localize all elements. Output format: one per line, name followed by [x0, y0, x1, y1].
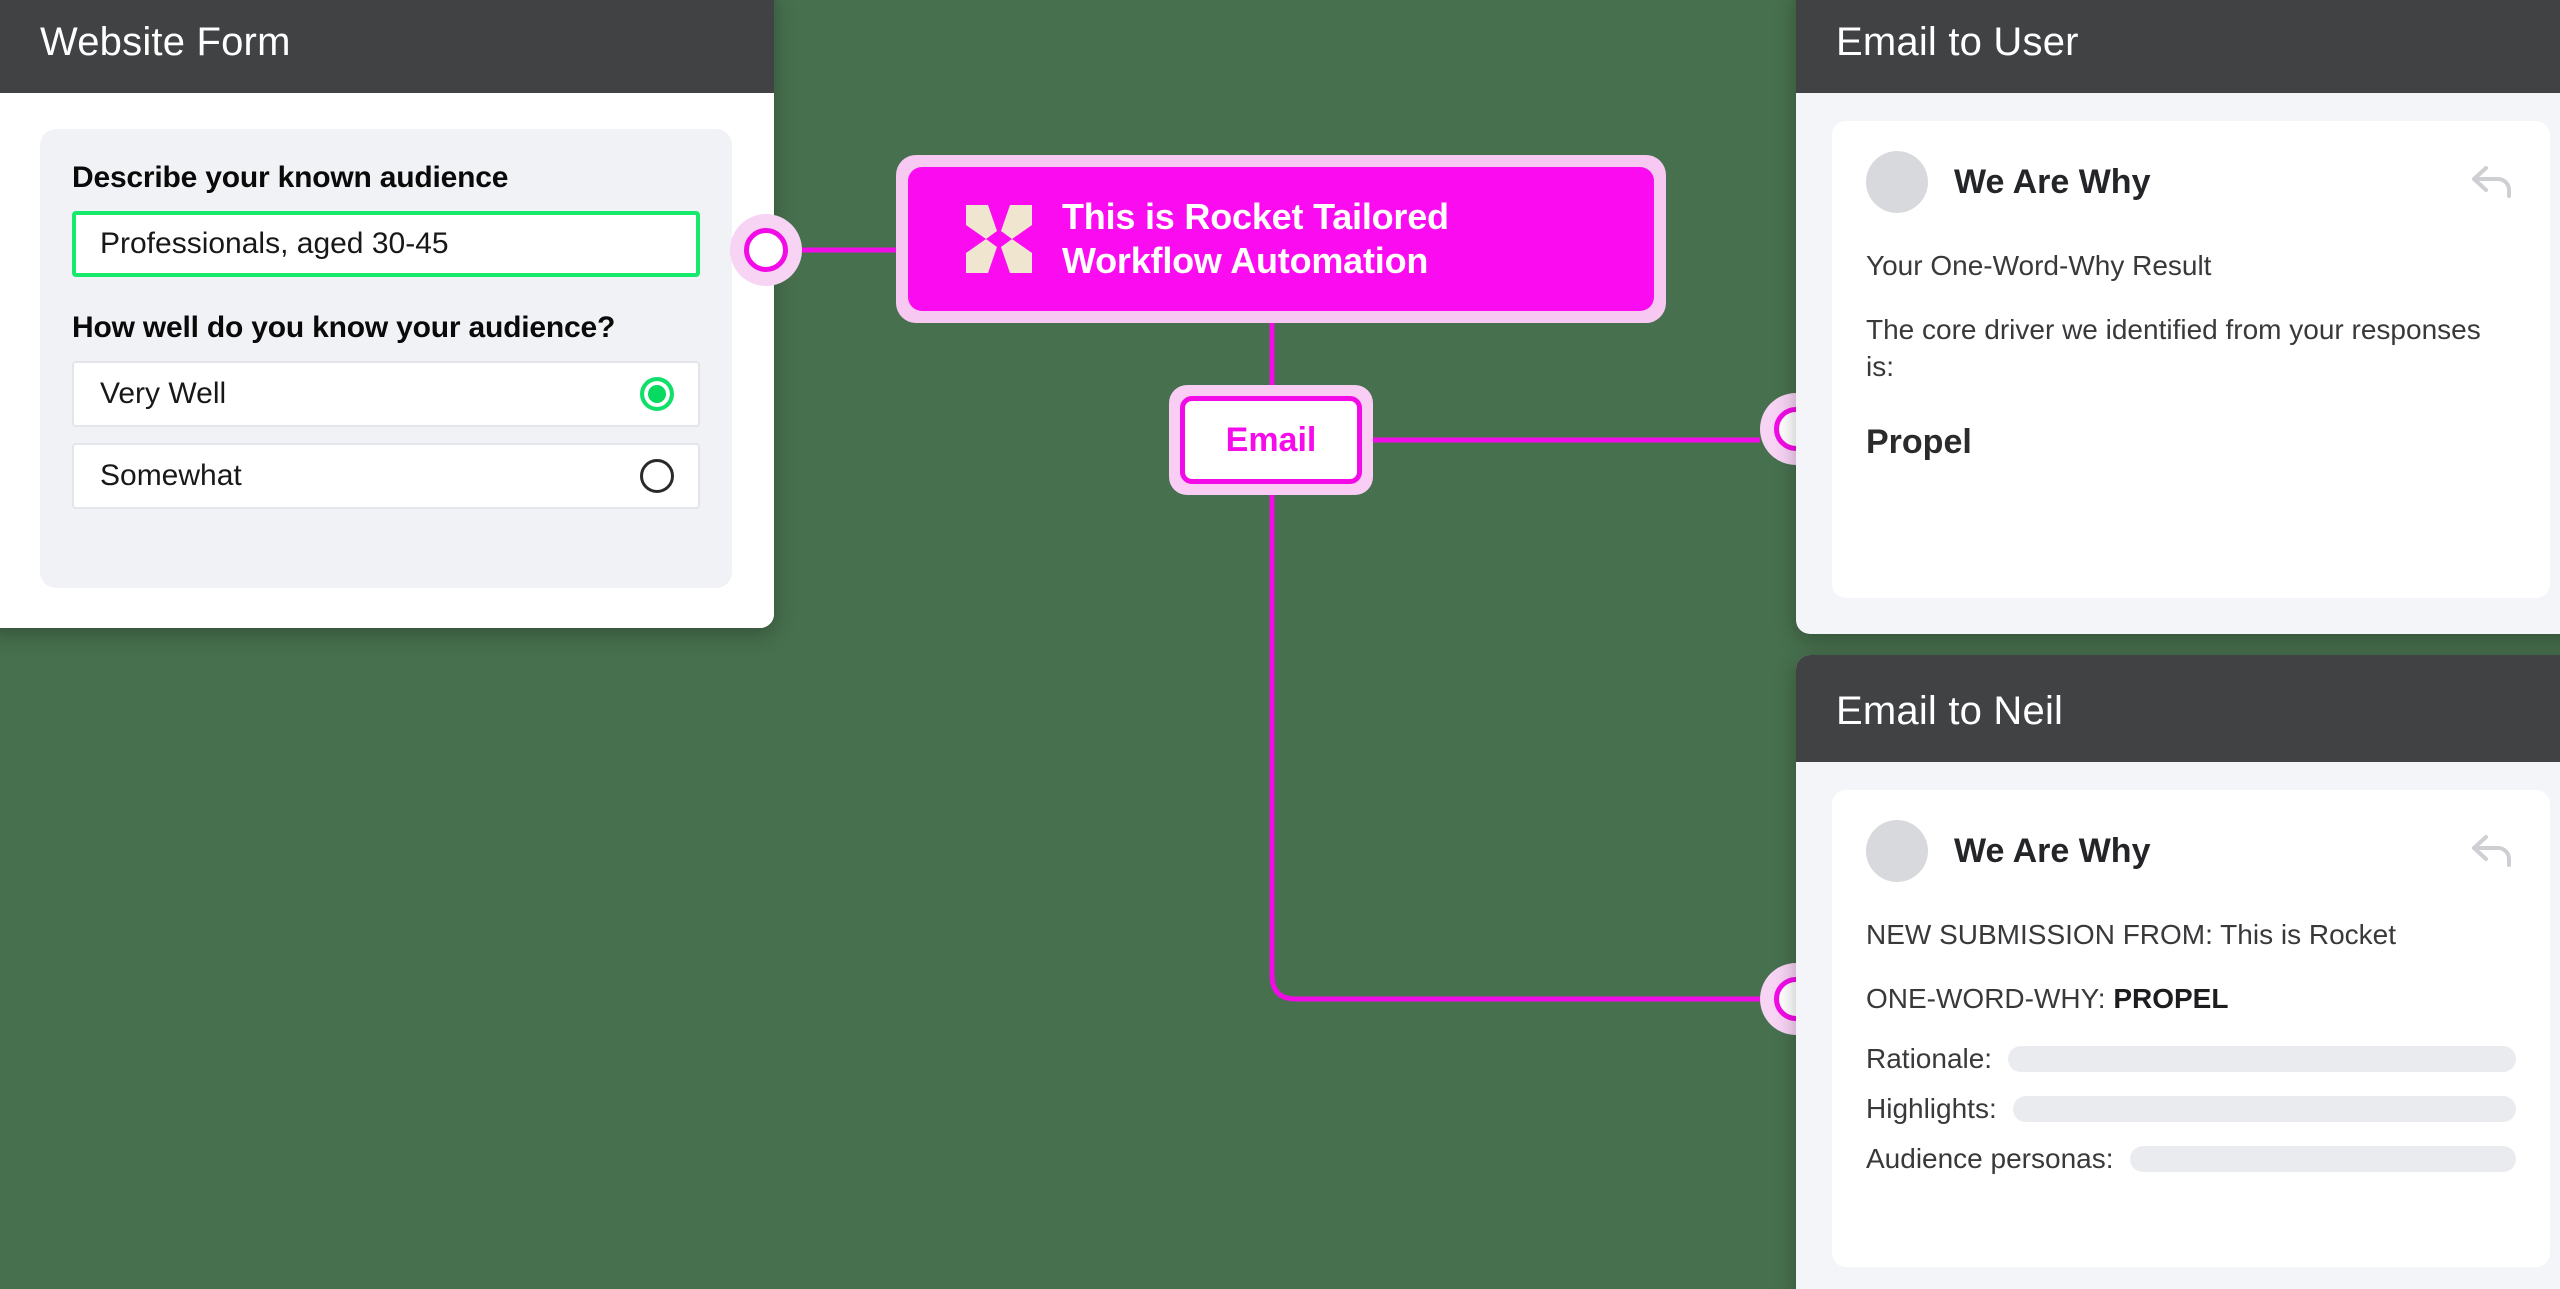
field-placeholder-bar [2129, 1146, 2516, 1173]
email-to-neil-submission-line: NEW SUBMISSION FROM: This is Rocket [1866, 919, 2396, 950]
avatar [1866, 151, 1928, 213]
email-node[interactable]: Email [1169, 385, 1373, 495]
email-to-user-header-row: We Are Why [1866, 151, 2516, 213]
field-placeholder-bar [2008, 1046, 2516, 1073]
radio-option-very-well[interactable]: Very Well [72, 361, 700, 427]
one-word-why-label: ONE-WORD-WHY: [1866, 982, 2114, 1014]
email-to-user-panel: We Are Why Your One-Word-Why Result The … [1832, 121, 2550, 598]
email-to-neil-body: We Are Why NEW SUBMISSION FROM: This is … [1796, 762, 2560, 1289]
audience-label: Describe your known audience [72, 161, 509, 194]
rocket-node-inner: This is Rocket Tailored Workflow Automat… [908, 167, 1654, 311]
reply-arrow-icon[interactable] [2470, 162, 2516, 202]
wire-email-to-neil [1269, 495, 1760, 1002]
rocket-node-title-line2: Workflow Automation [1062, 240, 1429, 281]
email-to-user-result: Propel [1866, 422, 1972, 461]
website-form-body: Describe your known audience Professiona… [0, 93, 774, 628]
website-form-title: Website Form [0, 0, 774, 93]
reply-arrow-icon[interactable] [2470, 831, 2516, 871]
rocket-node-title-line1: This is Rocket Tailored [1062, 196, 1449, 238]
email-to-neil-panel: We Are Why NEW SUBMISSION FROM: This is … [1832, 790, 2550, 1267]
website-form-card: Website Form Describe your known audienc… [0, 0, 774, 628]
rocket-node-title: This is Rocket Tailored Workflow Automat… [1062, 195, 1449, 283]
field-row-audience-personas: Audience personas: [1866, 1143, 2516, 1175]
email-to-neil-one-word-why: ONE-WORD-WHY: PROPEL [1866, 980, 2516, 1018]
audience-input-value: Professionals, aged 30-45 [100, 227, 449, 260]
knowledge-label: How well do you know your audience? [72, 311, 616, 344]
email-to-neil-sender: We Are Why [1954, 831, 2151, 870]
email-to-neil-header-row: We Are Why [1866, 820, 2516, 882]
email-to-user-title: Email to User [1796, 0, 2560, 93]
radio-option-somewhat-label: Somewhat [100, 459, 242, 492]
field-row-highlights: Highlights: [1866, 1093, 2516, 1125]
avatar [1866, 820, 1928, 882]
field-placeholder-bar [2012, 1096, 2516, 1123]
one-word-why-value: PROPEL [2113, 982, 2229, 1014]
email-to-user-body-text: The core driver we identified from your … [1866, 313, 2481, 383]
radio-unselected-icon[interactable] [640, 459, 674, 493]
audience-input[interactable]: Professionals, aged 30-45 [72, 211, 700, 277]
email-to-user-subject: Your One-Word-Why Result [1866, 250, 2212, 281]
email-to-user-card: Email to User We Are Why Your One-Word-W… [1796, 0, 2560, 634]
field-label-audience-personas: Audience personas: [1866, 1143, 2114, 1175]
rocket-workflow-node[interactable]: This is Rocket Tailored Workflow Automat… [896, 155, 1666, 323]
field-label-rationale: Rationale: [1866, 1043, 1993, 1075]
form-panel: Describe your known audience Professiona… [40, 129, 732, 588]
email-to-user-body: We Are Why Your One-Word-Why Result The … [1796, 93, 2560, 634]
email-node-inner: Email [1180, 396, 1362, 484]
email-to-neil-title: Email to Neil [1796, 655, 2560, 762]
email-node-label: Email [1225, 420, 1317, 459]
field-row-rationale: Rationale: [1866, 1043, 2516, 1075]
field-label-highlights: Highlights: [1866, 1093, 1997, 1125]
radio-option-somewhat[interactable]: Somewhat [72, 443, 700, 509]
connector-port-form[interactable] [730, 214, 802, 286]
radio-option-very-well-label: Very Well [100, 377, 227, 410]
email-to-neil-card: Email to Neil We Are Why NEW SUBMISSION … [1796, 655, 2560, 1289]
radio-selected-icon[interactable] [640, 377, 674, 411]
email-to-user-sender: We Are Why [1954, 162, 2151, 201]
rocket-butterfly-logo-icon [966, 205, 1032, 273]
